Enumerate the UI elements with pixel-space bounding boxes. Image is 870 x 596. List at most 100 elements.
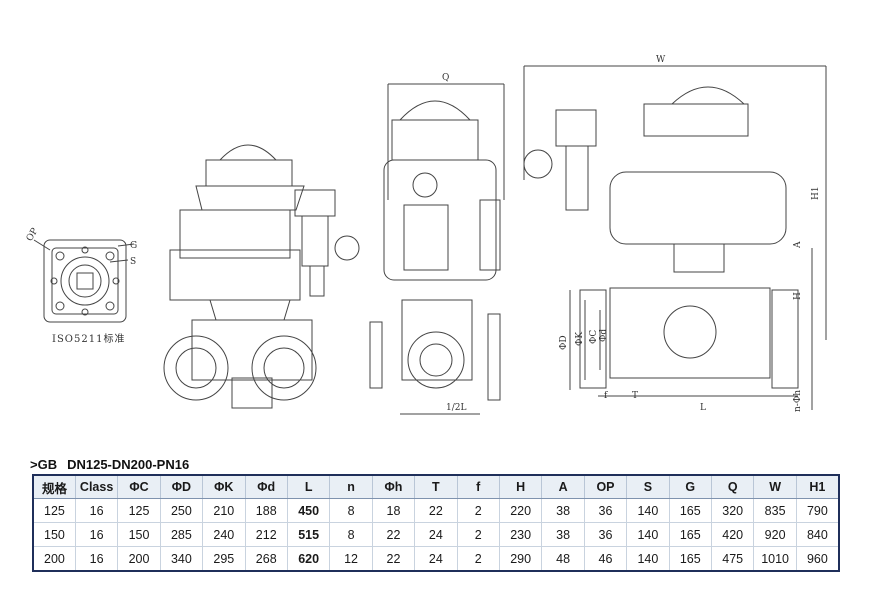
spec-cell: 8 — [329, 498, 373, 523]
spec-cell: 165 — [668, 522, 712, 547]
spec-cell: 16 — [74, 546, 118, 572]
spec-cell: 475 — [710, 546, 754, 572]
label-op: OP — [25, 227, 40, 244]
label-t: T — [632, 391, 638, 401]
spec-cell: 212 — [244, 522, 288, 547]
spec-cell: 2 — [456, 498, 500, 523]
spec-cell: 230 — [498, 522, 542, 547]
spec-cell: 38 — [541, 498, 585, 523]
label-g: G — [130, 241, 137, 251]
isometric-valve-view — [163, 144, 360, 409]
label-half-l: 1/2L — [446, 403, 466, 413]
spec-cell: 200 — [31, 546, 76, 572]
spec-column-header: ΦD — [159, 474, 203, 499]
spec-cell: 450 — [286, 498, 330, 523]
spec-column-header: H — [498, 474, 542, 499]
spec-cell: 8 — [329, 522, 373, 547]
spec-column-header: Φh — [371, 474, 415, 499]
spec-cell: 340 — [159, 546, 203, 572]
spec-column-header: Q — [710, 474, 754, 499]
spec-cell: 16 — [74, 498, 118, 523]
label-phi-k: ΦK — [575, 332, 585, 346]
spec-column-header: ΦC — [117, 474, 161, 499]
spec-title: DN125-DN200-PN16 — [67, 457, 190, 472]
spec-cell: 38 — [541, 522, 585, 547]
spec-cell: 36 — [583, 522, 627, 547]
iso-flange-view: OP G S — [25, 227, 137, 323]
spec-cell: 188 — [244, 498, 288, 523]
spec-cell: 125 — [31, 498, 76, 523]
spec-cell: 320 — [710, 498, 754, 523]
spec-cell: 285 — [159, 522, 203, 547]
spec-cell: 790 — [795, 498, 840, 523]
spec-cell: 140 — [626, 546, 670, 572]
spec-cell: 36 — [583, 498, 627, 523]
spec-column-header: OP — [583, 474, 627, 499]
label-n-phi-h: n-Φh — [793, 390, 803, 412]
spec-column-header: A — [541, 474, 585, 499]
spec-cell: 18 — [371, 498, 415, 523]
spec-cell: 290 — [498, 546, 542, 572]
section-valve-view: W H1 A H ΦD ΦK ΦC Φd f T L n-Φh — [523, 55, 827, 413]
spec-cell: 165 — [668, 546, 712, 572]
spec-cell: 420 — [710, 522, 754, 547]
spec-column-header: Class — [74, 474, 118, 499]
spec-cell: 835 — [753, 498, 797, 523]
spec-cell: 200 — [117, 546, 161, 572]
label-h: H — [793, 292, 803, 300]
spec-cell: 840 — [795, 522, 840, 547]
spec-column-header: H1 — [795, 474, 840, 499]
spec-cell: 210 — [202, 498, 246, 523]
spec-column-header: 规格 — [31, 474, 76, 499]
label-s: S — [130, 257, 136, 267]
spec-column-header: Φd — [244, 474, 288, 499]
spec-cell: 48 — [541, 546, 585, 572]
spec-cell: 620 — [286, 546, 330, 572]
spec-column-header: f — [456, 474, 500, 499]
iso-standard-label: ISO5211标准 — [52, 334, 126, 345]
label-q: Q — [442, 73, 449, 83]
spec-cell: 295 — [202, 546, 246, 572]
technical-drawings: OP G S Q 1/2L — [25, 55, 827, 415]
spec-cell: 125 — [117, 498, 161, 523]
label-phi-d-small: Φd — [599, 329, 609, 342]
label-phi-d: ΦD — [559, 335, 569, 350]
spec-column-header: n — [329, 474, 373, 499]
spec-cell: 2 — [456, 546, 500, 572]
label-l: L — [700, 403, 706, 413]
spec-cell: 150 — [31, 522, 76, 547]
spec-cell: 250 — [159, 498, 203, 523]
spec-prefix: >GB — [30, 457, 58, 472]
spec-cell: 240 — [202, 522, 246, 547]
label-phi-c: ΦC — [589, 330, 599, 344]
spec-cell: 2 — [456, 522, 500, 547]
spec-column-header: S — [626, 474, 670, 499]
label-h1: H1 — [811, 186, 821, 200]
spec-header: >GB DN125-DN200-PN16 — [30, 457, 189, 472]
spec-cell: 22 — [414, 498, 458, 523]
spec-cell: 150 — [117, 522, 161, 547]
spec-column-header: G — [668, 474, 712, 499]
spec-cell: 140 — [626, 498, 670, 523]
spec-column-header: L — [286, 474, 330, 499]
spec-column-header: W — [753, 474, 797, 499]
label-a: A — [793, 241, 803, 249]
spec-cell: 920 — [753, 522, 797, 547]
front-valve-view: Q 1/2L — [369, 73, 505, 415]
spec-cell: 12 — [329, 546, 373, 572]
spec-cell: 22 — [371, 522, 415, 547]
spec-cell: 515 — [286, 522, 330, 547]
spec-cell: 140 — [626, 522, 670, 547]
spec-cell: 165 — [668, 498, 712, 523]
spec-cell: 46 — [583, 546, 627, 572]
label-f: f — [604, 391, 608, 401]
spec-cell: 220 — [498, 498, 542, 523]
spec-cell: 24 — [414, 546, 458, 572]
spec-cell: 268 — [244, 546, 288, 572]
